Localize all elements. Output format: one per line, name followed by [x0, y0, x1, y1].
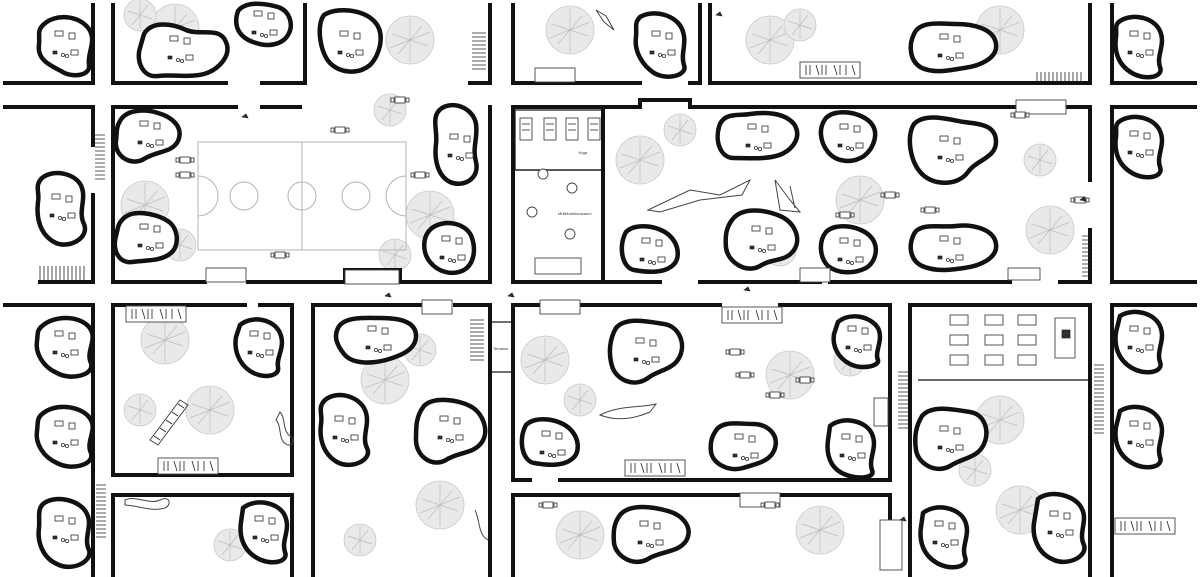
pod	[708, 421, 779, 472]
pod	[723, 208, 800, 271]
pod	[34, 315, 95, 379]
pod	[317, 7, 383, 74]
corridor-markers	[241, 11, 1087, 522]
pod	[611, 504, 691, 565]
room-label-terrace: Terrasse	[493, 346, 509, 351]
pod	[34, 404, 95, 469]
pod	[422, 220, 477, 275]
pod-rooms	[34, 1, 1165, 570]
room-label-multifunction: Multifunktionsraum	[558, 211, 592, 216]
play-sculptures	[124, 9, 802, 541]
pod	[908, 21, 999, 74]
pod	[908, 223, 999, 273]
pod	[1113, 404, 1165, 470]
pod	[234, 1, 293, 48]
pod	[1113, 114, 1165, 180]
pod	[36, 496, 92, 570]
pod	[318, 392, 371, 468]
pod	[918, 505, 970, 570]
pod	[413, 397, 488, 465]
terrace: Terrasse	[489, 321, 513, 373]
pod	[619, 223, 680, 274]
pod	[818, 109, 878, 164]
pod	[333, 315, 419, 365]
stairs	[39, 32, 1104, 538]
basketball-court	[197, 141, 407, 251]
pod	[913, 406, 989, 472]
activity-strips	[125, 61, 1176, 571]
pod	[36, 15, 95, 78]
pod	[825, 418, 877, 480]
pod	[907, 115, 999, 185]
cafeteria-tables	[949, 314, 1076, 366]
pod	[113, 108, 182, 164]
yoga-mats	[519, 117, 601, 141]
pod	[1113, 309, 1165, 375]
pod	[433, 102, 479, 186]
pod	[1031, 491, 1087, 565]
multifunction-room: Yoga Multifunktionsraum	[513, 109, 604, 275]
pod	[633, 11, 687, 79]
pod	[233, 317, 285, 379]
pod	[35, 170, 88, 247]
pod	[112, 210, 180, 265]
room-label-yoga: Yoga	[578, 150, 588, 155]
pod	[818, 223, 879, 275]
pod	[607, 318, 685, 385]
pod	[831, 314, 883, 370]
pod	[519, 416, 580, 467]
pod	[1113, 14, 1165, 80]
pod	[136, 22, 230, 79]
pod	[238, 500, 290, 565]
pod	[715, 110, 800, 161]
